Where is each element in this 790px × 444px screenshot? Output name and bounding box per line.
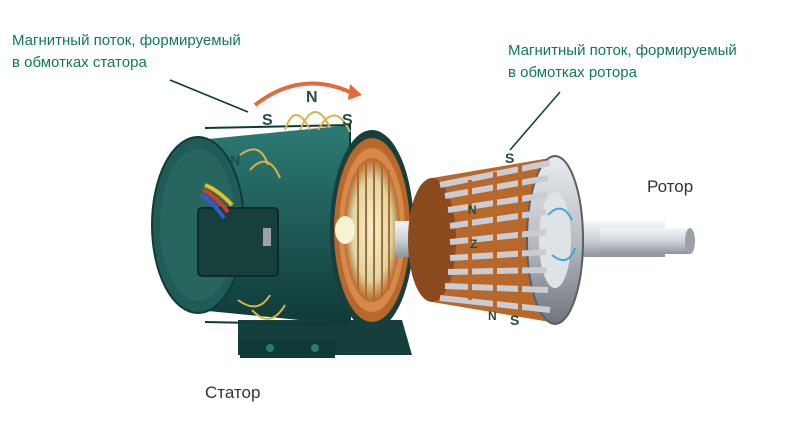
stator-flux-caption: Магнитный поток, формируемый в обмотках … bbox=[12, 32, 241, 71]
rotor-cage bbox=[408, 155, 584, 325]
rotor-pole: S bbox=[510, 312, 519, 328]
rotor-flux-lines bbox=[547, 207, 576, 262]
rotor-pole: Z bbox=[470, 237, 477, 251]
rotor-pole: S bbox=[505, 150, 514, 166]
rotor-flux-caption: Магнитный поток, формируемый в обмотках … bbox=[508, 42, 737, 81]
rotor-caption: Ротор bbox=[647, 177, 694, 196]
stator-pole: N bbox=[306, 89, 318, 106]
stator-flux-lines bbox=[237, 111, 351, 320]
stator-caption: Статор bbox=[205, 383, 261, 402]
stator-callout-line bbox=[169, 79, 249, 113]
rotation-arrow bbox=[253, 81, 351, 107]
stator-pole: S bbox=[342, 112, 353, 129]
rotor-callout-line bbox=[509, 91, 561, 151]
rotor-pole: N bbox=[468, 203, 477, 217]
stator-pole: S bbox=[262, 112, 273, 129]
stator-core bbox=[330, 130, 414, 330]
stator-pole: N bbox=[230, 152, 240, 168]
rotor-pole: N bbox=[488, 309, 497, 323]
power-wires bbox=[204, 183, 234, 207]
stator-housing bbox=[151, 123, 351, 327]
